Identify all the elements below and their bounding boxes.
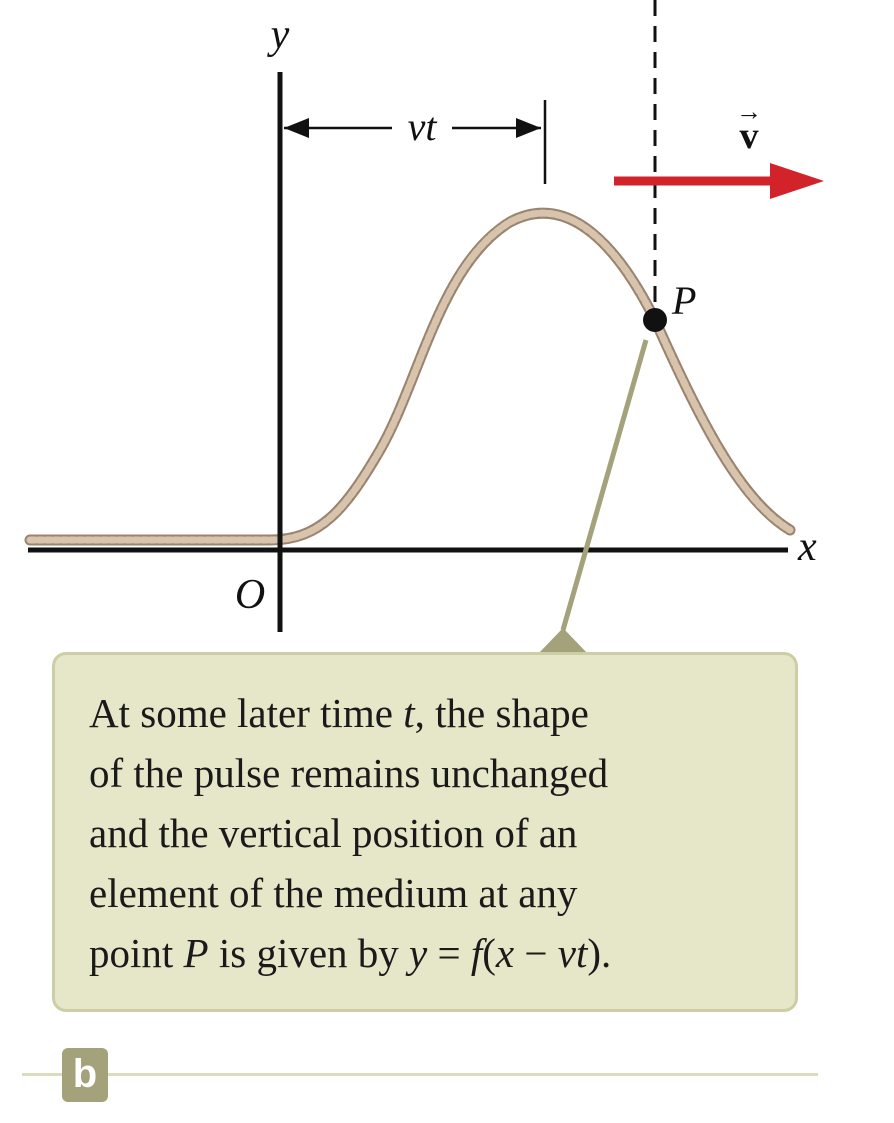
caption-text: At some later time t, the shape of the p… [89, 683, 779, 983]
callout-line [560, 339, 649, 631]
panel-label: b [62, 1048, 108, 1102]
y-axis-label: y [267, 12, 290, 58]
caption-line-4: element of the medium at any [89, 870, 578, 916]
origin-label: O [235, 572, 265, 618]
velocity-vector-arrow: → [736, 97, 762, 126]
caption-box: At some later time t, the shape of the p… [52, 652, 798, 1012]
callout-pointer [538, 628, 588, 654]
point-p-dot [643, 308, 667, 332]
caption-line-2: of the pulse remains unchanged [89, 750, 609, 796]
point-p-label: P [671, 278, 696, 323]
vt-label: vt [408, 104, 438, 149]
x-axis-label: x [797, 524, 817, 570]
panel-label-rule [22, 1073, 818, 1076]
rope-pulse [26, 209, 794, 544]
caption-line-3: and the vertical position of an [89, 810, 578, 856]
velocity-arrowhead [770, 163, 824, 199]
caption-line-5: point P is given by y = f(x − vt). [89, 930, 612, 976]
caption-line-1: At some later time t, the shape [89, 690, 589, 736]
velocity-label: v [740, 115, 759, 157]
